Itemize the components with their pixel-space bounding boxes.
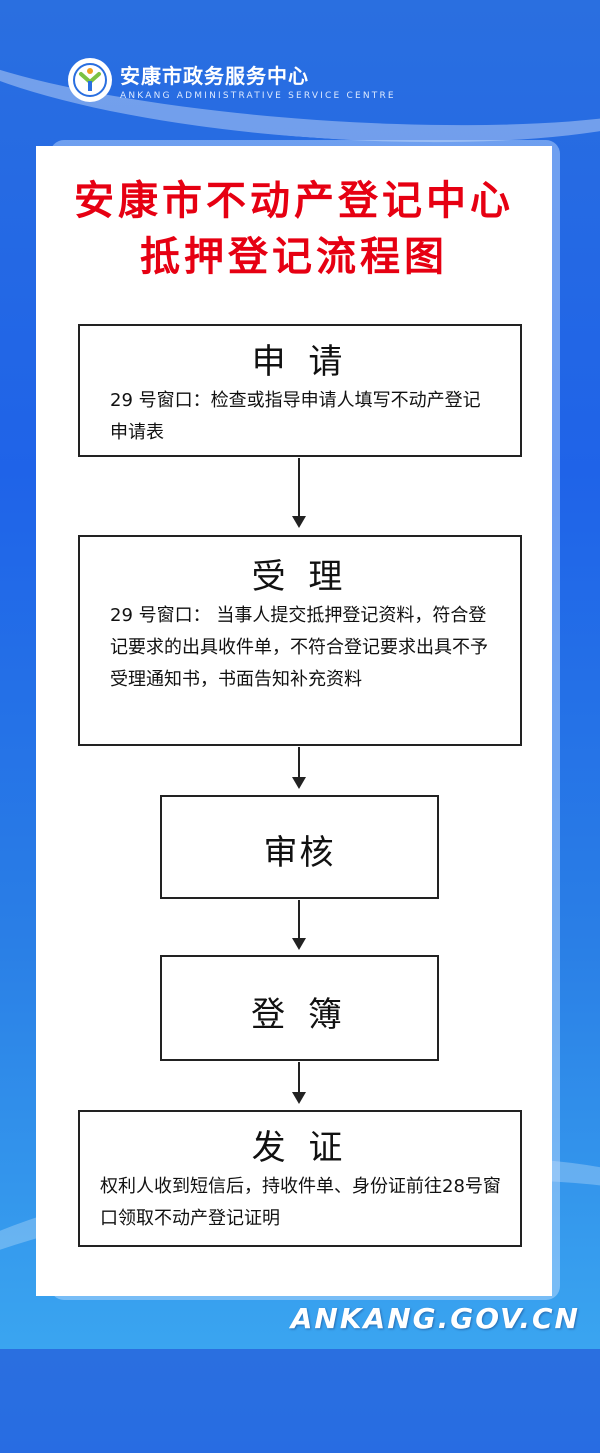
- page-title-line2: 抵押登记流程图: [140, 234, 448, 280]
- step-apply-desc: 29 号窗口：检查或指导申请人填写不动产登记申请表: [110, 390, 481, 443]
- step-issue-box: 发 证 权利人收到短信后，持收件单、身份证前往28号窗口领取不动产登记证明: [78, 1110, 522, 1247]
- step-accept-box: 受 理 29 号窗口： 当事人提交抵押登记资料，符合登记要求的出具收件单，不符合…: [78, 535, 522, 746]
- header: 安康市政务服务中心 ANKANG ADMINISTRATIVE SERVICE …: [68, 50, 396, 110]
- step-accept-title: 受 理: [251, 557, 349, 597]
- step-accept-desc: 29 号窗口： 当事人提交抵押登记资料，符合登记要求的出具收件单，不符合登记要求…: [110, 605, 488, 690]
- step-register-title: 登 簿: [251, 995, 348, 1035]
- center-logo-icon: [68, 58, 112, 102]
- org-name-en: ANKANG ADMINISTRATIVE SERVICE CENTRE: [120, 90, 396, 101]
- page-title-line1: 安康市不动产登记中心: [74, 178, 514, 224]
- step-issue-desc: 权利人收到短信后，持收件单、身份证前往28号窗口领取不动产登记证明: [100, 1176, 501, 1229]
- footer-url: ANKANG.GOV.CN: [290, 1302, 580, 1335]
- step-review-title: 审核: [263, 833, 336, 873]
- arrow-3: [292, 900, 306, 950]
- arrow-4: [292, 1062, 306, 1104]
- step-issue-title: 发 证: [251, 1128, 349, 1168]
- org-name: 安康市政务服务中心: [120, 63, 309, 88]
- arrow-2: [292, 747, 306, 789]
- arrow-1: [292, 458, 306, 528]
- step-apply-box: 申 请 29 号窗口：检查或指导申请人填写不动产登记申请表: [78, 324, 522, 457]
- step-register-box: 登 簿: [160, 955, 439, 1061]
- step-apply-title: 申 请: [251, 342, 349, 382]
- org-name-block: 安康市政务服务中心 ANKANG ADMINISTRATIVE SERVICE …: [120, 60, 396, 101]
- step-review-box: 审核: [160, 795, 439, 899]
